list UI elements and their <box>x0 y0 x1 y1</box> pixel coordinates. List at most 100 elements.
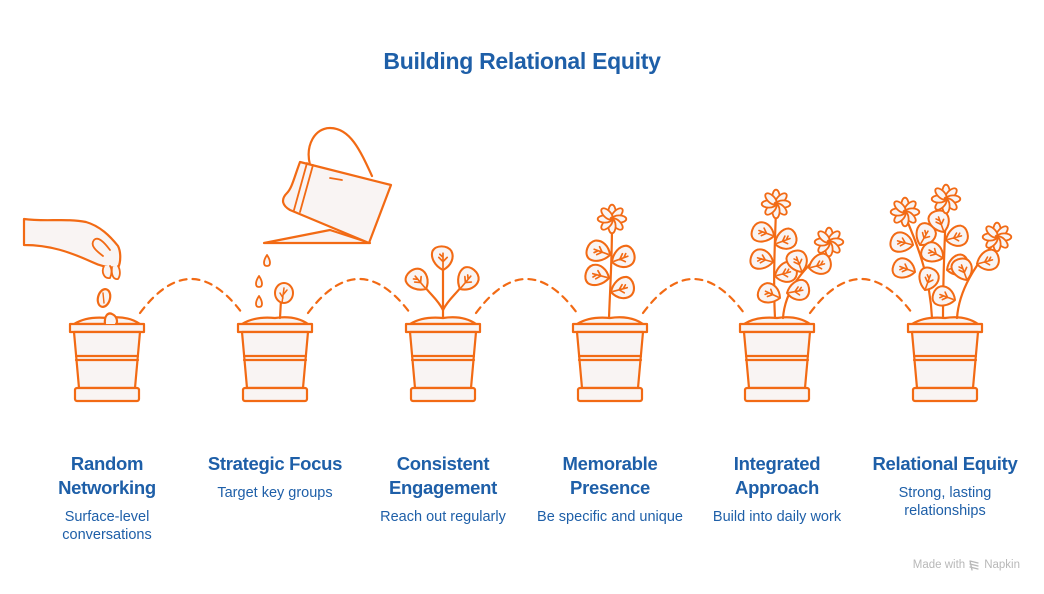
can-label <box>329 177 343 181</box>
stage-title: Consistent Engagement <box>388 453 498 498</box>
flower-icon <box>981 221 1013 253</box>
napkin-logo-icon <box>969 560 979 571</box>
leaf-icon <box>750 221 775 243</box>
finger <box>101 265 113 279</box>
connector-arc <box>641 278 746 315</box>
leaf-icon <box>404 267 429 291</box>
leaf-icon <box>774 227 798 250</box>
leaf-icon <box>457 266 480 291</box>
leaf-icon <box>610 244 636 269</box>
connector-arc <box>474 278 579 315</box>
connector-arc <box>138 278 244 315</box>
finger <box>91 237 111 257</box>
footer-attribution: Made with Napkin <box>913 559 1020 571</box>
pot-saucer <box>409 386 477 403</box>
hand-icon <box>22 217 122 270</box>
stem <box>607 223 614 320</box>
stage-title: Strategic Focus <box>207 453 343 474</box>
watering-can-sprout <box>255 126 393 320</box>
leaf-icon <box>920 241 945 263</box>
stage-title: Random Networking <box>58 453 156 498</box>
leaf-icon <box>918 266 940 291</box>
leaf-icon <box>891 257 916 279</box>
can-spout <box>262 228 372 245</box>
pot-3 <box>404 316 482 403</box>
stem <box>441 285 463 312</box>
flower-icon <box>889 196 921 228</box>
stage-description: Surface-level conversations <box>62 509 152 543</box>
leaf-icon <box>931 285 956 307</box>
stage-title: Memorable Presence <box>562 453 658 498</box>
water-drop-icon <box>255 275 263 288</box>
pot-saucer <box>576 386 644 403</box>
water-drop-icon <box>263 254 271 267</box>
finger <box>110 265 121 280</box>
full-flowering-bush <box>889 183 1013 320</box>
pot-5 <box>738 316 816 403</box>
pot-rim <box>236 322 314 334</box>
two-stem-flowering-plant <box>749 188 845 320</box>
pot-rim <box>571 322 649 334</box>
stage-title: Integrated Approach <box>733 453 821 498</box>
footer-prefix: Made with <box>912 559 966 571</box>
pot-saucer <box>73 386 141 403</box>
leaf-icon <box>927 209 950 233</box>
water-drop-icon <box>255 295 263 308</box>
stem <box>903 214 934 320</box>
soil <box>742 316 812 326</box>
connector-arc <box>306 278 412 315</box>
stage-description: Build into daily work <box>712 509 842 525</box>
pot-rim <box>68 322 146 334</box>
stage-title: Relational Equity <box>872 453 1018 474</box>
stage-description: Reach out regularly <box>380 509 506 525</box>
pot-saucer <box>911 386 979 403</box>
illustration-details <box>22 126 1013 326</box>
leaf-icon <box>609 275 635 300</box>
pot-saucer <box>743 386 811 403</box>
pot-4 <box>571 316 649 403</box>
can-body <box>281 160 393 245</box>
diagram-title: Building Relational Equity <box>383 48 661 74</box>
plant-pots <box>68 316 984 403</box>
seed-icon <box>103 312 119 326</box>
pot-1 <box>68 316 146 403</box>
pot-rim <box>906 322 984 334</box>
stage-description: Target key groups <box>217 485 333 501</box>
pot-rim <box>738 322 816 334</box>
leaf-icon <box>430 245 454 272</box>
flower-icon <box>813 226 845 258</box>
stage-description: Strong, lasting relationships <box>898 485 992 519</box>
leaf-icon <box>808 252 832 275</box>
pot-2 <box>236 316 314 403</box>
connector-arc <box>808 278 914 315</box>
leaf-icon <box>945 224 969 247</box>
pot-6 <box>906 316 984 403</box>
leaf-icon <box>950 257 973 281</box>
hand-planting-seeds <box>22 217 122 326</box>
can-stripe <box>293 162 314 213</box>
leaf-icon <box>976 248 1000 271</box>
connector-arcs <box>138 278 914 315</box>
leaf-icon <box>585 239 612 262</box>
pot-rim <box>404 322 482 334</box>
pot-saucer <box>241 386 309 403</box>
flower-icon <box>760 188 792 220</box>
flower-icon <box>596 203 628 235</box>
soil <box>240 316 310 326</box>
leaf-icon <box>584 263 611 287</box>
flowering-plant <box>584 203 636 320</box>
leaf-icon <box>785 249 808 273</box>
flower-icon <box>930 183 962 215</box>
can-handle <box>307 126 374 178</box>
leaf-icon <box>749 248 774 270</box>
footer-brand: Napkin <box>984 559 1020 571</box>
young-plant <box>404 245 480 320</box>
stem <box>773 208 778 320</box>
